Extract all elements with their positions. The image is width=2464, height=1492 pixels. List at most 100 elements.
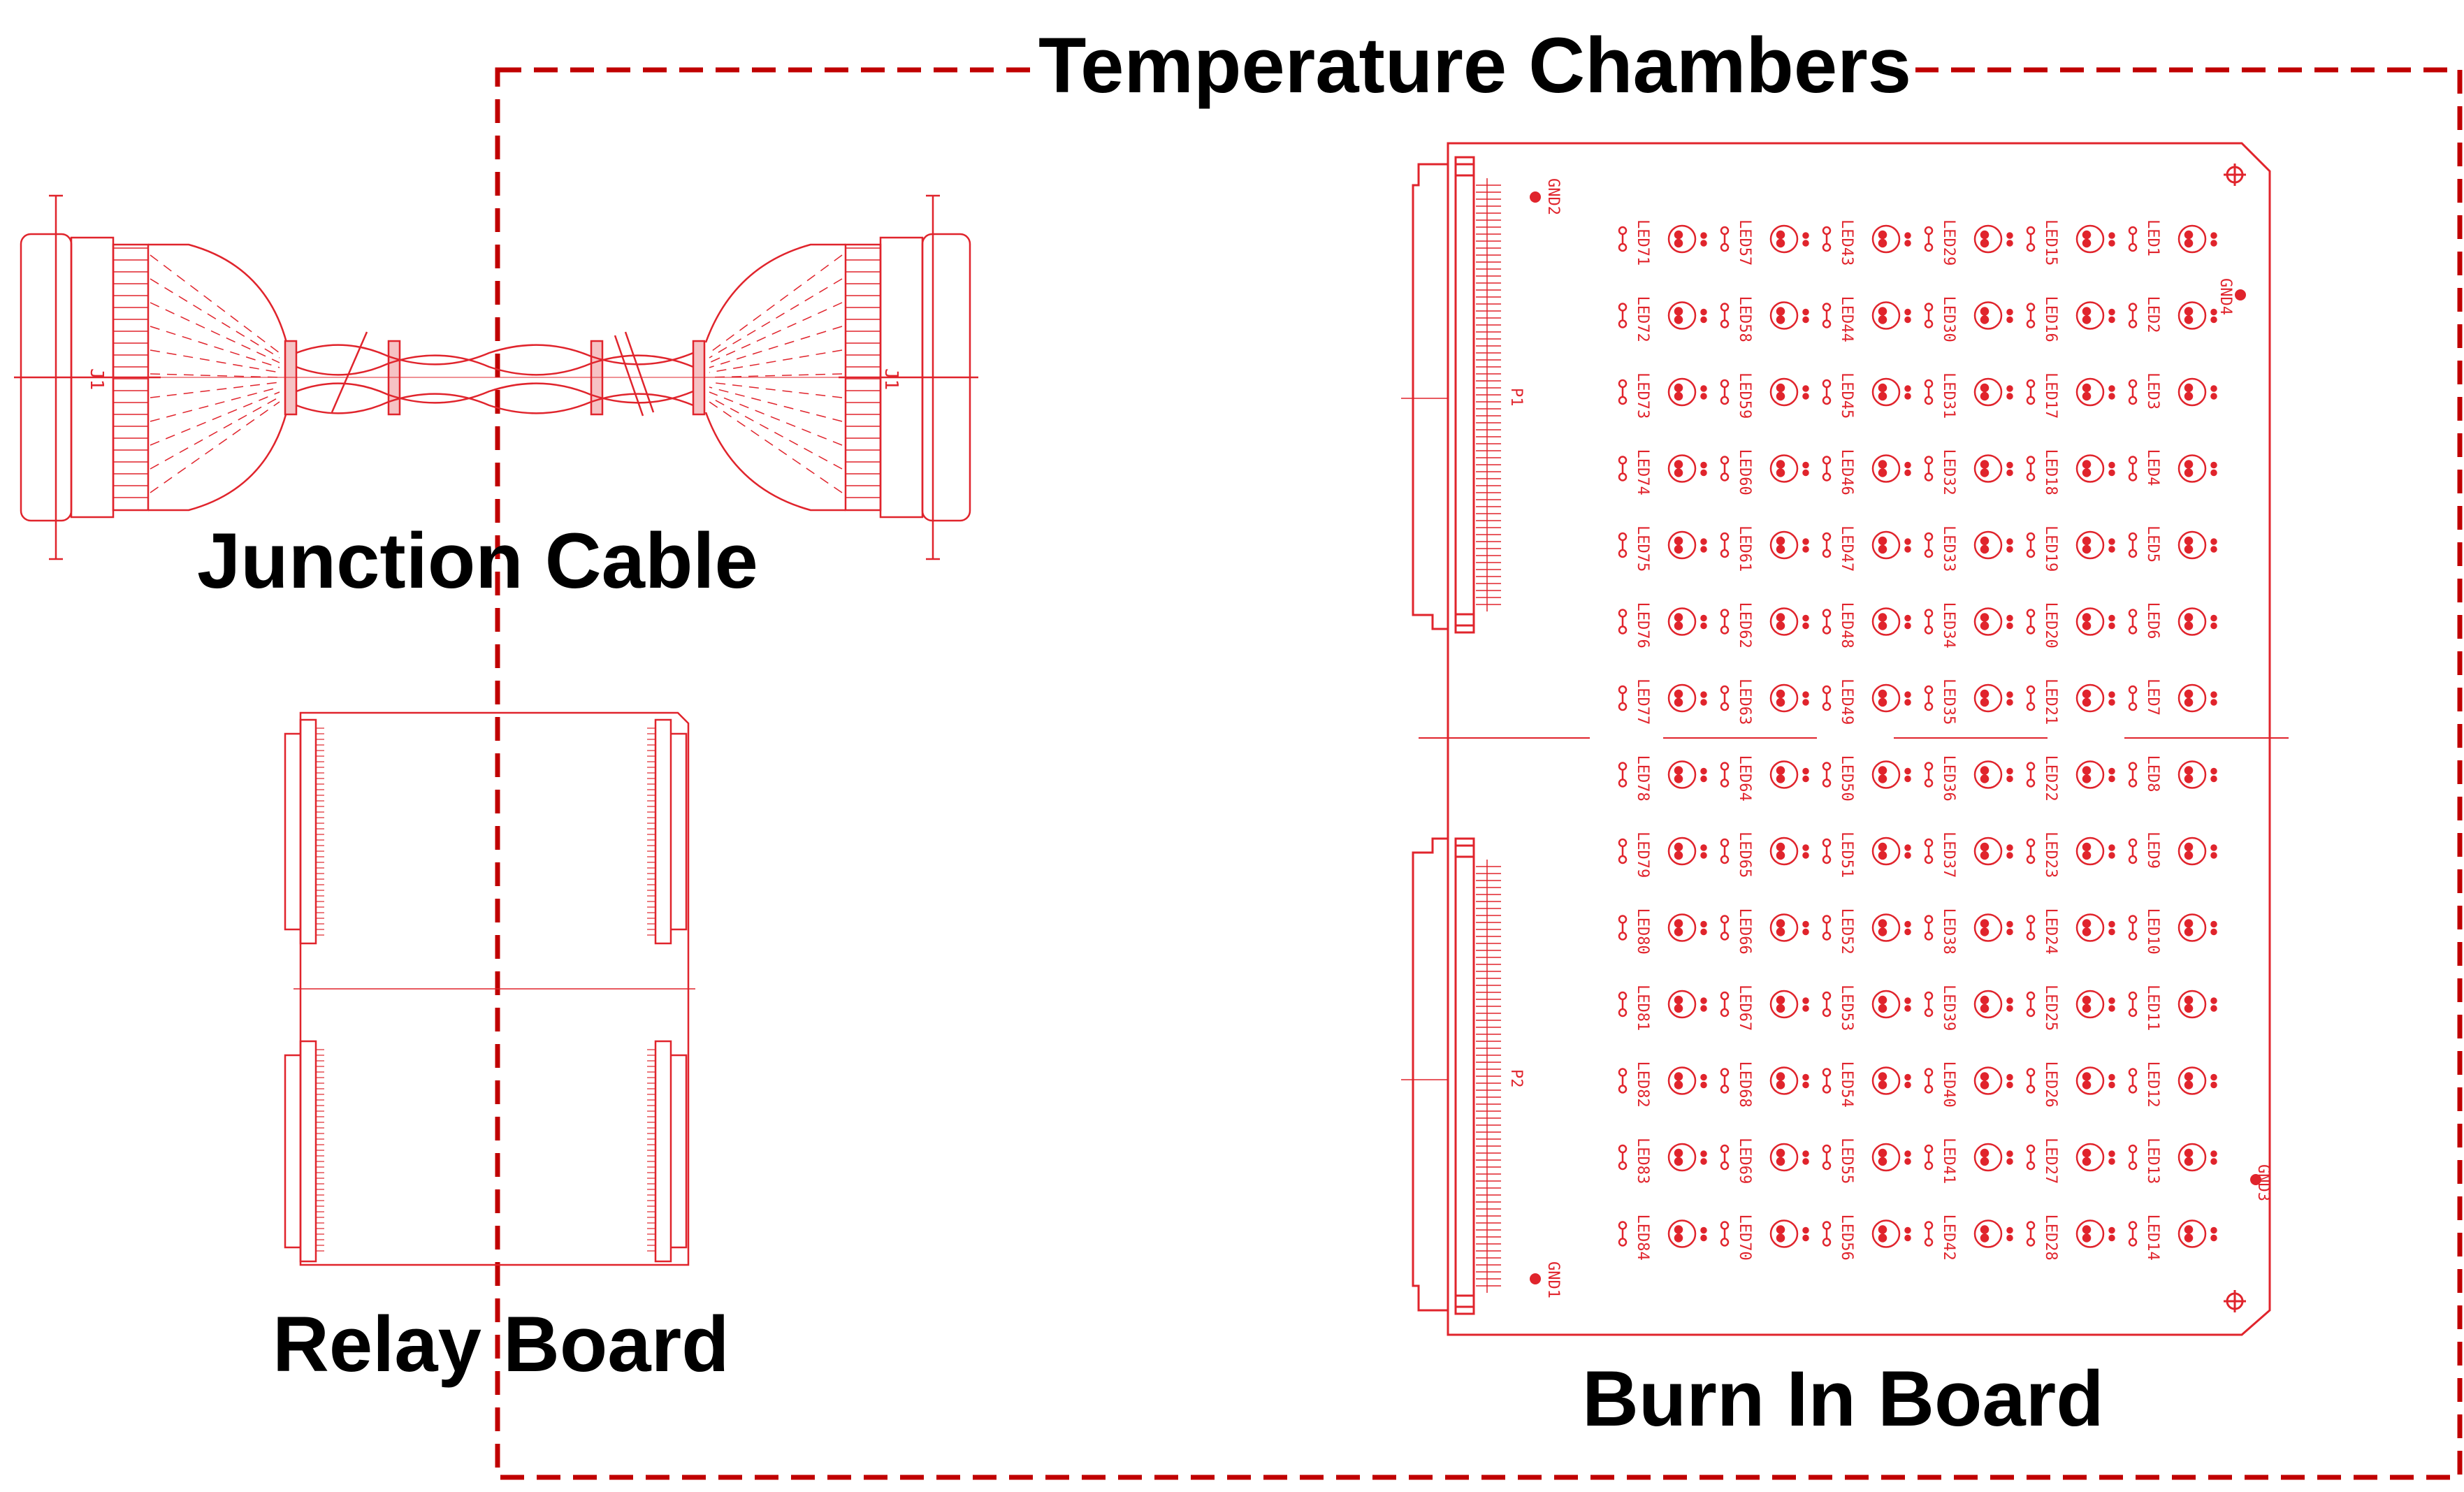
- led-footprint: [2128, 760, 2217, 789]
- led-grid: LED71LED72LED73LED74LED75LED76LED77LED78…: [1618, 219, 2217, 1261]
- led-designator: LED32: [1940, 449, 1957, 495]
- led-footprint: [1924, 760, 2013, 789]
- led-footprint: [1720, 454, 1809, 483]
- led-footprint: [1924, 836, 2013, 866]
- led-footprint: [1822, 454, 1911, 483]
- led-footprint: [1720, 913, 1809, 942]
- led-designator: LED33: [1940, 526, 1957, 572]
- led-footprint: [2026, 683, 2115, 713]
- led-designator: LED54: [1838, 1062, 1855, 1108]
- led-footprint: [1618, 1066, 1707, 1095]
- led-designator: LED78: [1634, 755, 1651, 802]
- led-designator: LED49: [1838, 679, 1855, 725]
- led-footprint: [2026, 454, 2115, 483]
- led-footprint: [1618, 1143, 1707, 1172]
- led-designator: LED41: [1940, 1138, 1957, 1184]
- led-footprint: [2026, 530, 2115, 560]
- led-footprint: [1618, 224, 1707, 254]
- temperature-chambers-title: Temperature Chambers: [1034, 27, 1916, 105]
- led-designator: LED52: [1838, 908, 1855, 955]
- led-footprint: [1924, 1066, 2013, 1095]
- led-designator: LED21: [2042, 679, 2059, 725]
- led-footprint: [1618, 1219, 1707, 1248]
- led-designator: LED76: [1634, 602, 1651, 649]
- led-footprint: [1618, 377, 1707, 407]
- led-footprint: [1720, 1143, 1809, 1172]
- led-footprint: [1618, 913, 1707, 942]
- led-designator: LED74: [1634, 449, 1651, 495]
- led-designator: LED48: [1838, 602, 1855, 649]
- led-footprint: [2128, 530, 2217, 560]
- led-footprint: [1822, 301, 1911, 330]
- led-footprint: [1618, 760, 1707, 789]
- led-footprint: [1618, 836, 1707, 866]
- led-footprint: [2026, 1219, 2115, 1248]
- led-footprint: [1720, 836, 1809, 866]
- led-footprint: [1924, 224, 2013, 254]
- led-designator: LED66: [1736, 908, 1753, 955]
- led-footprint: [1720, 377, 1809, 407]
- led-footprint: [1822, 377, 1911, 407]
- led-footprint: [1822, 683, 1911, 713]
- led-footprint: [2026, 224, 2115, 254]
- led-footprint: [2026, 913, 2115, 942]
- led-footprint: [2026, 1143, 2115, 1172]
- led-footprint: [1618, 530, 1707, 560]
- led-designator: LED47: [1838, 526, 1855, 572]
- led-footprint: [1822, 224, 1911, 254]
- led-designator: LED73: [1634, 372, 1651, 419]
- led-footprint: [1822, 530, 1911, 560]
- led-designator: LED1: [2144, 219, 2161, 256]
- led-designator: LED20: [2042, 602, 2059, 649]
- led-designator: LED19: [2042, 526, 2059, 572]
- led-footprint: [1618, 454, 1707, 483]
- relay-board-label: Relay Board: [273, 1301, 730, 1388]
- led-designator: LED29: [1940, 219, 1957, 266]
- led-designator: LED68: [1736, 1062, 1753, 1108]
- ground-label-gnd1: GND1: [1544, 1261, 1562, 1298]
- led-designator: LED34: [1940, 602, 1957, 649]
- led-designator: LED30: [1940, 296, 1957, 342]
- led-footprint: [2128, 990, 2217, 1019]
- led-designator: LED50: [1838, 755, 1855, 802]
- led-designator: LED71: [1634, 219, 1651, 266]
- led-designator: LED25: [2042, 985, 2059, 1031]
- led-footprint: [2026, 990, 2115, 1019]
- led-footprint: [1924, 683, 2013, 713]
- led-footprint: [1924, 454, 2013, 483]
- ground-label-gnd4: GND4: [2217, 278, 2234, 315]
- led-footprint: [1822, 1219, 1911, 1248]
- led-designator: LED16: [2042, 296, 2059, 342]
- ground-label-gnd2: GND2: [1544, 178, 1562, 215]
- led-designator: LED64: [1736, 755, 1753, 802]
- led-footprint: [1822, 1066, 1911, 1095]
- led-designator: LED67: [1736, 985, 1753, 1031]
- led-designator: LED15: [2042, 219, 2059, 266]
- led-designator: LED13: [2144, 1138, 2161, 1184]
- led-footprint: [1720, 224, 1809, 254]
- led-footprint: [1720, 607, 1809, 636]
- led-footprint: [1924, 1143, 2013, 1172]
- led-footprint: [2026, 760, 2115, 789]
- left-connector-j1: [14, 194, 288, 560]
- led-footprint: [2128, 454, 2217, 483]
- led-footprint: [2128, 1219, 2217, 1248]
- temperature-chamber-boundary: [495, 67, 2463, 1480]
- led-designator: LED82: [1634, 1062, 1651, 1108]
- led-designator: LED77: [1634, 679, 1651, 725]
- led-designator: LED51: [1838, 832, 1855, 878]
- led-designator: LED62: [1736, 602, 1753, 649]
- led-designator: LED61: [1736, 526, 1753, 572]
- led-footprint: [2026, 301, 2115, 330]
- led-designator: LED10: [2144, 908, 2161, 955]
- led-designator: LED6: [2144, 602, 2161, 639]
- led-footprint: [2128, 607, 2217, 636]
- junction-cable: [14, 194, 978, 560]
- led-designator: LED28: [2042, 1215, 2059, 1261]
- led-designator: LED60: [1736, 449, 1753, 495]
- led-designator: LED12: [2144, 1062, 2161, 1108]
- led-footprint: [1822, 607, 1911, 636]
- led-footprint: [1822, 913, 1911, 942]
- led-footprint: [2026, 607, 2115, 636]
- led-designator: LED45: [1838, 372, 1855, 419]
